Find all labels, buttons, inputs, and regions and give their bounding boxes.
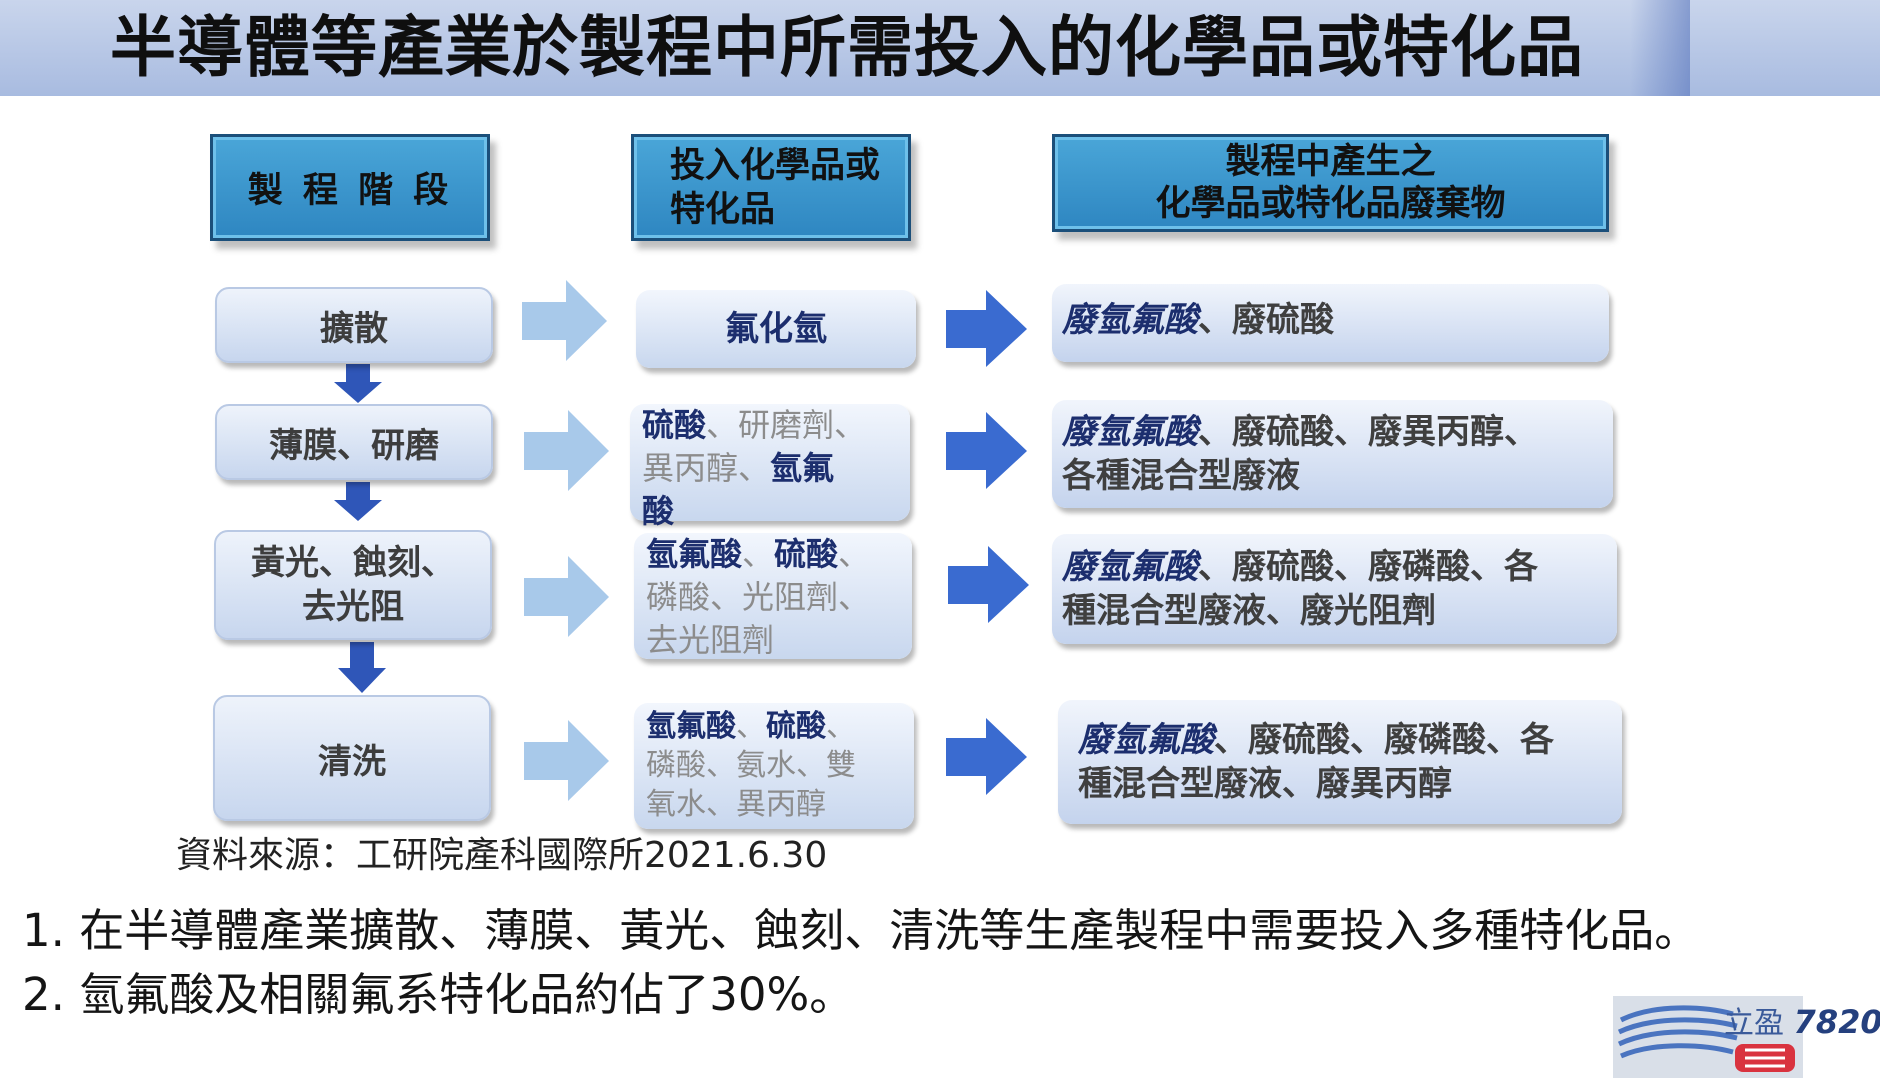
light-arrow-1 (522, 280, 607, 361)
header-waste-line1: 製程中產生之 (1225, 142, 1436, 182)
input-highlight: 酸 (642, 492, 675, 530)
input-box-1: 氟化氫 (636, 290, 916, 368)
light-arrow-2 (524, 410, 609, 491)
input-highlight: 硫酸 (766, 709, 826, 744)
dark-arrow-1 (946, 290, 1027, 367)
input-highlight: 氫氟酸 (646, 709, 736, 744)
stage-label: 黃光、蝕刻、 (251, 543, 455, 583)
header-waste-line2: 化學品或特化品廢棄物 (1155, 184, 1506, 224)
waste-highlight: 廢氫氟酸 (1062, 412, 1198, 452)
down-arrow-3 (338, 642, 386, 693)
input-text: 、 (742, 535, 775, 573)
logo-text: 立盈 7820 (1724, 998, 1880, 1042)
input-box-2: 硫酸、研磨劑、 異丙醇、氫氟 酸 (630, 404, 910, 530)
header-stage-label: 製 程 階 段 (247, 171, 453, 211)
input-highlight: 硫酸 (774, 535, 839, 573)
source-note: 資料來源：工研院產科國際所2021.6.30 (176, 835, 828, 876)
input-text: 去光阻劑 (646, 621, 775, 659)
dark-arrow-2 (946, 412, 1027, 489)
stage-box-film-polish: 薄膜、研磨 (215, 404, 493, 480)
note-2: 2. 氫氟酸及相關氟系特化品約佔了30%。 (22, 968, 855, 1021)
dark-arrow-3 (948, 546, 1029, 623)
input-text: 磷酸、光阻劑、 (646, 578, 871, 616)
logo-icon (1613, 996, 1803, 1078)
input-highlight: 硫酸 (642, 406, 707, 444)
header-stage: 製 程 階 段 (210, 134, 490, 241)
input-text: 、 (838, 535, 871, 573)
waste-text: 種混合型廢液、廢異丙醇 (1078, 764, 1452, 804)
header-waste: 製程中產生之 化學品或特化品廢棄物 (1052, 134, 1609, 232)
waste-text: 、廢硫酸、廢異丙醇、 (1198, 412, 1538, 452)
waste-box-1: 廢氫氟酸、廢硫酸 (1052, 284, 1609, 362)
input-text: 、 (826, 709, 856, 744)
stage-label: 去光阻 (302, 587, 404, 627)
input-box-4: 氫氟酸、硫酸、 磷酸、氨水、雙 氧水、異丙醇 (634, 703, 914, 829)
header-input-line2: 特化品 (670, 189, 776, 230)
input-text: 、 (736, 709, 766, 744)
input-highlight: 氫氟 (770, 449, 835, 487)
waste-box-3: 廢氫氟酸、廢硫酸、廢磷酸、各 種混合型廢液、廢光阻劑 (1052, 534, 1617, 644)
input-text: 異丙醇、 (642, 449, 771, 487)
header-input: 投入化學品或 特化品 (631, 134, 911, 241)
input-text: 、研磨劑、 (706, 406, 867, 444)
waste-text: 、廢硫酸、廢磷酸、各 (1198, 547, 1538, 587)
waste-highlight: 廢氫氟酸 (1078, 720, 1214, 760)
waste-text: 種混合型廢液、廢光阻劑 (1062, 591, 1436, 631)
input-box-3: 氫氟酸、硫酸、 磷酸、光阻劑、 去光阻劑 (634, 533, 912, 659)
input-highlight: 氫氟酸 (646, 535, 743, 573)
title-accent (1630, 0, 1690, 96)
stage-box-litho-etch: 黃光、蝕刻、 去光阻 (214, 530, 492, 640)
down-arrow-2 (334, 482, 382, 521)
waste-highlight: 廢氫氟酸 (1062, 300, 1198, 340)
waste-text: 、廢硫酸 (1198, 300, 1334, 340)
stage-label: 清洗 (318, 741, 386, 782)
input-text: 磷酸、氨水、雙 (646, 748, 856, 783)
logo-name: 立盈 (1724, 1006, 1784, 1041)
waste-box-2: 廢氫氟酸、廢硫酸、廢異丙醇、 各種混合型廢液 (1052, 400, 1613, 508)
header-input-line1: 投入化學品或 (670, 145, 881, 186)
input-text: 氟化氫 (725, 308, 827, 349)
light-arrow-4 (524, 720, 609, 801)
input-text: 氧水、異丙醇 (646, 787, 826, 822)
page-title: 半導體等產業於製程中所需投入的化學品或特化品 (110, 9, 1584, 86)
light-arrow-3 (524, 556, 609, 637)
stage-box-cleaning: 清洗 (213, 695, 491, 821)
waste-text: 各種混合型廢液 (1062, 456, 1300, 496)
stage-label: 擴散 (320, 308, 388, 349)
title-band: 半導體等產業於製程中所需投入的化學品或特化品 (0, 0, 1880, 96)
logo-code: 7820 (1793, 1003, 1880, 1041)
down-arrow-1 (334, 364, 382, 403)
note-1: 1. 在半導體產業擴散、薄膜、黃光、蝕刻、清洗等生產製程中需要投入多種特化品。 (22, 904, 1700, 957)
stage-label: 薄膜、研磨 (269, 425, 439, 466)
waste-text: 、廢硫酸、廢磷酸、各 (1214, 720, 1554, 760)
stage-box-diffusion: 擴散 (215, 287, 493, 363)
dark-arrow-4 (946, 718, 1027, 795)
waste-highlight: 廢氫氟酸 (1062, 547, 1198, 587)
company-logo: 立盈 7820 (1613, 994, 1880, 1080)
waste-box-4: 廢氫氟酸、廢硫酸、廢磷酸、各 種混合型廢液、廢異丙醇 (1058, 700, 1622, 824)
